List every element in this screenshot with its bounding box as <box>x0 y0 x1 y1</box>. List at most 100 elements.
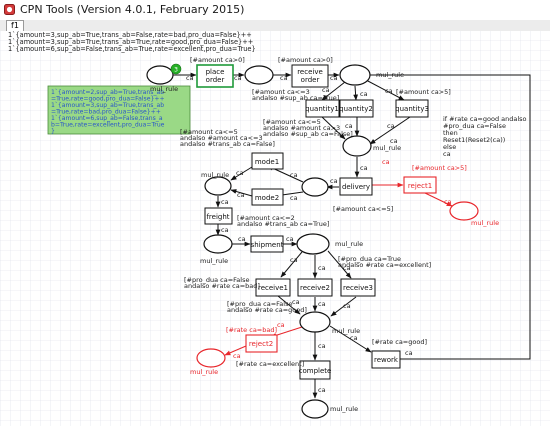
transition-label-freight: freight <box>206 213 229 221</box>
guard-mode1-line2: andalso #amount ca<=3 <box>180 134 263 142</box>
transition-shipment[interactable] <box>250 235 284 253</box>
colorset-freight-done: mul_rule <box>200 257 228 265</box>
marking-line-5: 1`{amount=6,sup_ab=False,trans_a <box>51 114 163 122</box>
colorset-end: mul_rule <box>330 405 358 413</box>
arc-rework-p3 <box>361 72 531 360</box>
transition-label-reject1: reject1 <box>408 182 432 190</box>
arc-inscription-14: ca <box>290 194 298 202</box>
transition-reject2[interactable] <box>245 334 278 353</box>
guard-quantity1-line1: [#amount ca<=3 <box>252 88 310 96</box>
place-rejected-goods[interactable] <box>196 348 226 368</box>
place-freight-done[interactable] <box>203 234 233 254</box>
token-count: 3 <box>174 67 178 74</box>
token-count-badge <box>170 63 182 75</box>
arc-inscription-26: ca <box>343 302 351 310</box>
transition-complete[interactable] <box>299 360 331 380</box>
place-received[interactable] <box>339 64 371 86</box>
guard-reject2: [#rate ca=bad] <box>226 326 277 334</box>
arc-inscription-20: ca <box>286 235 294 243</box>
guard-quantity2-line3: andalso #sup_ab ca=False] <box>263 130 353 138</box>
colorset-shipped: mul_rule <box>335 240 363 248</box>
reset-code-line1: if #rate ca=good andalso <box>443 115 527 123</box>
transition-mode2[interactable] <box>251 188 284 206</box>
declaration-line-2: 1`{amount=3,sup_ab=True,trans_ab=True,ra… <box>8 38 253 46</box>
colorset-mode-chosen: mul_rule <box>201 171 229 179</box>
transition-label-receive-order-2: order <box>301 76 320 84</box>
guard-mode2-line1: [#amount ca<=2 <box>237 214 295 222</box>
transition-label-receive-order-1: receive <box>297 68 323 76</box>
guard-place-order: [#amount ca>0] <box>190 56 245 64</box>
arc-p9-rework <box>329 325 372 353</box>
place-ordered[interactable] <box>244 65 274 85</box>
place-shipped[interactable] <box>296 233 330 255</box>
place-mode-chosen[interactable] <box>204 176 232 196</box>
arc-inscription-red-3: ca <box>277 321 285 329</box>
place-end[interactable] <box>301 399 329 419</box>
place-start[interactable] <box>146 65 174 85</box>
colorset-received-goods: mul_rule <box>332 327 360 335</box>
arc-inscription-23: ca <box>343 264 351 272</box>
guard-receive1-line2: andalso #rate ca=bad] <box>184 282 260 290</box>
marking-box[interactable] <box>47 85 191 135</box>
arc-inscription-13: ca <box>290 171 298 179</box>
transition-label-shipment: shipment <box>251 241 284 249</box>
guard-quantity1-line2: andalso #sup_ab ca=True] <box>252 94 339 102</box>
arc-inscription-11: ca <box>360 164 368 172</box>
transition-freight[interactable] <box>204 207 233 225</box>
transition-rework[interactable] <box>371 350 401 369</box>
guard-quantity3: [#amount ca>5] <box>396 88 451 96</box>
transition-label-mode1: mode1 <box>255 158 279 166</box>
net-canvas[interactable]: 1`{amount=3,sup_ab=True,trans_ab=False,r… <box>0 31 550 426</box>
transition-label-complete: complete <box>299 367 332 375</box>
transition-delivery[interactable] <box>339 177 373 196</box>
arc-inscription-red-4: ca <box>233 352 241 360</box>
transition-receive-order[interactable] <box>291 64 329 88</box>
transition-place-order[interactable] <box>196 64 234 88</box>
arc-inscription-8: ca <box>387 122 395 130</box>
guard-quantity2-line2: andalso #amount ca>3 <box>263 124 340 132</box>
transition-receive1[interactable] <box>255 278 291 297</box>
arc-inscription-18: ca <box>221 226 229 234</box>
arc-inscription-6: ca <box>360 90 368 98</box>
window-title: CPN Tools (Version 4.0.1, February 2015) <box>20 3 245 16</box>
arc-reject2-p12 <box>224 345 247 356</box>
colorset-rejected-goods: mul_rule <box>190 368 218 376</box>
colorset-rejected-order: mul_rule <box>471 219 499 227</box>
transition-quantity2[interactable] <box>339 99 374 118</box>
transition-reject1[interactable] <box>403 176 437 194</box>
arc-inscription-red-1: ca <box>382 158 390 166</box>
declaration-line-1: 1`{amount=3,sup_ab=True,trans_ab=False,r… <box>8 31 252 39</box>
arc-inscription-24: ca <box>292 298 300 306</box>
transition-label-mode2: mode2 <box>255 194 279 202</box>
arc-receive3-p9 <box>330 296 357 317</box>
guard-receive3-line2: andalso #rate ca=excellent] <box>338 261 431 269</box>
guard-receive3-line1: [#pro_dua ca=True <box>338 255 401 263</box>
transition-receive2[interactable] <box>297 278 333 297</box>
arc-inscription-red-2: ca <box>444 198 452 206</box>
transition-label-reject2: reject2 <box>249 340 273 348</box>
place-received-goods[interactable] <box>299 311 331 333</box>
tab-f1[interactable]: f1 <box>6 20 24 31</box>
guard-receive-order: [#amount ca>0] <box>278 56 333 64</box>
arc-inscription-10: ca <box>390 137 398 145</box>
transition-label-quantity2: quantity2 <box>339 105 373 113</box>
colorset-quantity-checked: mul_rule <box>373 144 401 152</box>
place-rejected-order[interactable] <box>449 201 479 221</box>
arc-reject1-p11 <box>424 192 453 207</box>
transition-label-receive3: receive3 <box>343 284 373 292</box>
place-quantity-checked[interactable] <box>342 135 372 157</box>
place-delivered[interactable] <box>301 177 329 197</box>
transition-receive3[interactable] <box>340 278 376 297</box>
guard-mode1-line1: [#amount ca<=5 <box>180 128 238 136</box>
arc-inscription-29: ca <box>318 386 326 394</box>
reset-code-line5: else <box>443 143 456 151</box>
arc-inscription-12: ca <box>330 177 338 185</box>
arc-mode2-p6 <box>230 189 253 197</box>
arc-p8-receive1 <box>280 251 303 278</box>
transition-label-receive1: receive1 <box>258 284 288 292</box>
transition-quantity1[interactable] <box>305 99 340 118</box>
transition-quantity3[interactable] <box>395 99 429 118</box>
guard-receive1-line1: [#pro_dua ca=False <box>184 276 249 284</box>
arc-p3-quantity1 <box>321 81 346 101</box>
transition-mode1[interactable] <box>251 152 284 170</box>
